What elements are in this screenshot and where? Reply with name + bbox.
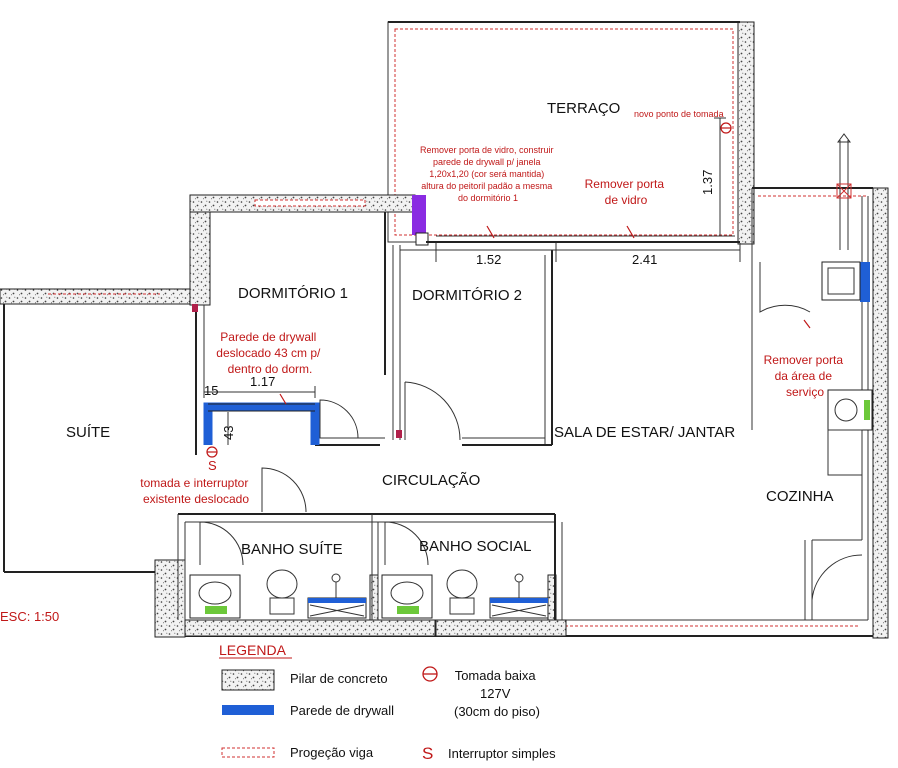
room-label-suite: SUÍTE xyxy=(66,424,110,441)
dimension-241: 2.41 xyxy=(632,252,657,267)
room-label-dormitorio2: DORMITÓRIO 2 xyxy=(412,287,522,304)
room-label-circulacao: CIRCULAÇÃO xyxy=(382,472,480,489)
legend-drywall-label: Parede de drywall xyxy=(290,703,394,718)
annotation-arrows xyxy=(279,225,811,405)
note-remover-vidro-janela: Remover porta de vidro, construir parede… xyxy=(420,145,556,203)
room-label-terraco: TERRAÇO xyxy=(547,100,620,117)
doors xyxy=(199,262,863,601)
dimension-137: 1.37 xyxy=(700,170,715,195)
socket-symbol xyxy=(206,122,732,458)
room-label-banho-social: BANHO SOCIAL xyxy=(419,538,532,555)
scale-label: ESC: 1:50 xyxy=(0,609,59,624)
legend-pilar-label: Pilar de concreto xyxy=(290,671,388,686)
dimension-43: 43 xyxy=(221,426,236,440)
exterior-walls xyxy=(0,133,889,639)
dimension-117: 1.17 xyxy=(250,374,275,389)
legend-interruptor-label: Interruptor simples xyxy=(448,746,556,761)
interior-walls xyxy=(177,196,869,620)
note-drywall-deslocado: Parede de drywall deslocado 43 cm p/ den… xyxy=(216,330,323,376)
switch-symbol: S xyxy=(208,458,217,473)
room-label-banho-suite: BANHO SUÍTE xyxy=(241,541,343,558)
legend-interruptor-icon: S xyxy=(422,744,433,763)
note-tomada-interruptor: tomada e interruptor existente deslocado xyxy=(140,476,251,506)
drywall-new xyxy=(203,262,870,619)
legend-viga-label: Progeção viga xyxy=(290,745,374,760)
terrace-area xyxy=(387,21,755,245)
legend-pilar-swatch xyxy=(221,669,275,691)
room-label-cozinha: COZINHA xyxy=(766,488,834,505)
legend-title: LEGENDA xyxy=(219,642,287,658)
room-label-sala: SALA DE ESTAR/ JANTAR xyxy=(554,424,735,441)
dimension-152: 1.52 xyxy=(476,252,501,267)
dimension-lines xyxy=(203,117,741,445)
legend-drywall-swatch xyxy=(222,705,274,715)
room-label-dormitorio1: DORMITÓRIO 1 xyxy=(238,285,348,302)
legend-viga-swatch xyxy=(221,747,275,758)
legend: LEGENDA Pilar de concreto Parede de dryw… xyxy=(219,642,556,763)
note-remover-servico: Remover porta da área de serviço xyxy=(764,353,847,399)
fixtures xyxy=(189,261,873,619)
legend-tomada-icon xyxy=(422,666,438,682)
dimension-15: 15 xyxy=(204,383,218,398)
legend-tomada-label: Tomada baixa 127V (30cm do piso) xyxy=(454,668,540,719)
note-novo-ponto: novo ponto de tomada xyxy=(634,109,724,119)
note-remover-vidro: Remover porta de vidro xyxy=(585,177,668,207)
